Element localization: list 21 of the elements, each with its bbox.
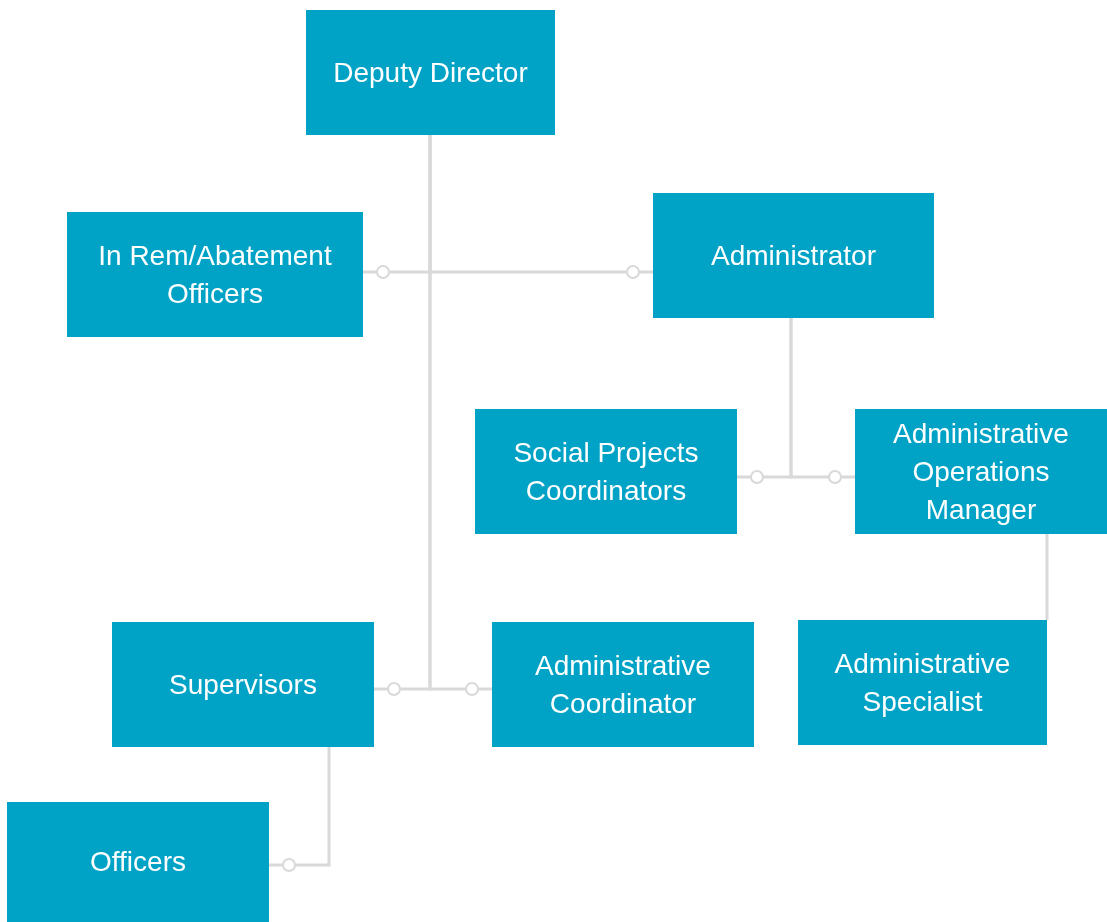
org-box bbox=[7, 802, 269, 922]
org-box bbox=[798, 620, 1047, 745]
org-box bbox=[855, 409, 1107, 534]
org-box bbox=[112, 622, 374, 747]
box-label: Administrative Coordinator bbox=[534, 648, 712, 721]
connector bbox=[1045, 534, 1049, 620]
box-label: Supervisors bbox=[169, 667, 317, 702]
box-label: Officers bbox=[90, 845, 186, 879]
box-label: Social Projects Coordinators bbox=[512, 435, 700, 508]
org-box bbox=[492, 622, 754, 747]
org-box bbox=[475, 409, 737, 534]
connector bbox=[789, 318, 855, 484]
box-label: In Rem/Abatement Officers bbox=[97, 238, 333, 311]
connector bbox=[269, 747, 331, 872]
box-label: Deputy Director bbox=[333, 55, 528, 90]
box-label: Administrative Operations Manager bbox=[892, 416, 1070, 527]
org-box bbox=[306, 10, 555, 135]
box-label: Administrator bbox=[711, 238, 876, 273]
box-label: Administrative Specialist bbox=[833, 646, 1012, 719]
org-box bbox=[653, 193, 934, 318]
org-box bbox=[67, 212, 363, 337]
